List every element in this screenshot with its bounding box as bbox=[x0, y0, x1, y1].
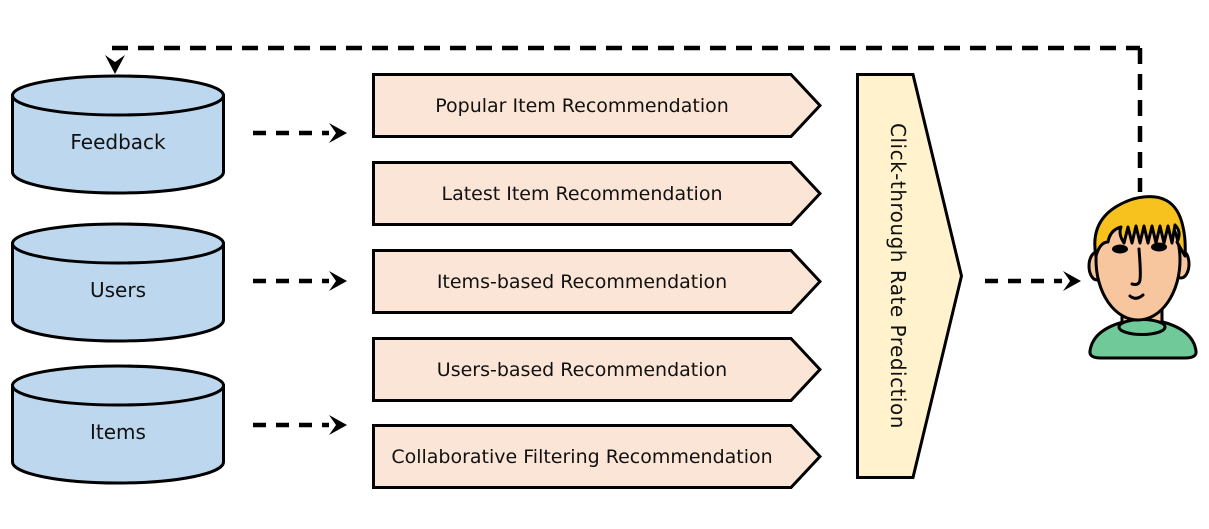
right-eye bbox=[1151, 242, 1167, 252]
cylinder-shape bbox=[11, 364, 225, 485]
database-label-users: Users bbox=[89, 278, 146, 302]
arrow-box-shape bbox=[372, 424, 822, 489]
recommender-label: Popular Item Recommendation bbox=[435, 94, 729, 117]
recommender-collaborative-filtering: Collaborative Filtering Recommendation bbox=[372, 424, 822, 489]
turtleneck-collar bbox=[1117, 318, 1167, 336]
arrow-box-shape bbox=[372, 161, 822, 226]
recommender-label: Users-based Recommendation bbox=[436, 358, 728, 381]
recommender-label: Latest Item Recommendation bbox=[441, 182, 723, 205]
arrowhead-into-feedback bbox=[105, 55, 125, 74]
user-person-icon bbox=[1085, 192, 1205, 362]
arrowhead-right-4 bbox=[1063, 271, 1081, 291]
person-illustration bbox=[1087, 195, 1198, 360]
database-items: Items bbox=[10, 364, 226, 486]
ctr-prediction-label: Click-through Rate Prediction bbox=[886, 123, 910, 429]
cylinder-shape bbox=[11, 74, 225, 195]
ctr-prediction-stage: Click-through Rate Prediction bbox=[856, 73, 963, 479]
cylinder-shape bbox=[11, 222, 225, 343]
arrow-box-shape bbox=[372, 249, 822, 314]
arrowhead-right-1 bbox=[329, 123, 347, 143]
pentagon-shape bbox=[856, 73, 963, 479]
hair bbox=[1093, 195, 1187, 258]
database-label-items: Items bbox=[90, 420, 146, 444]
arrowhead-right-2 bbox=[329, 271, 347, 291]
recommender-users-based: Users-based Recommendation bbox=[372, 337, 822, 402]
database-feedback: Feedback bbox=[10, 74, 226, 196]
recommender-popular-item: Popular Item Recommendation bbox=[372, 73, 822, 138]
recommender-latest-item: Latest Item Recommendation bbox=[372, 161, 822, 226]
arrow-box-shape bbox=[372, 73, 822, 138]
recommender-items-based: Items-based Recommendation bbox=[372, 249, 822, 314]
left-eye bbox=[1112, 244, 1128, 254]
sweater-shoulders bbox=[1088, 319, 1198, 360]
recommender-label: Items-based Recommendation bbox=[436, 270, 728, 293]
mouth bbox=[1128, 293, 1145, 300]
nose bbox=[1130, 247, 1142, 286]
database-users: Users bbox=[10, 222, 226, 344]
arrowhead-right-3 bbox=[329, 415, 347, 435]
arrow-box-shape bbox=[372, 337, 822, 402]
recommender-label: Collaborative Filtering Recommendation bbox=[391, 445, 773, 468]
database-label-feedback: Feedback bbox=[70, 130, 166, 154]
